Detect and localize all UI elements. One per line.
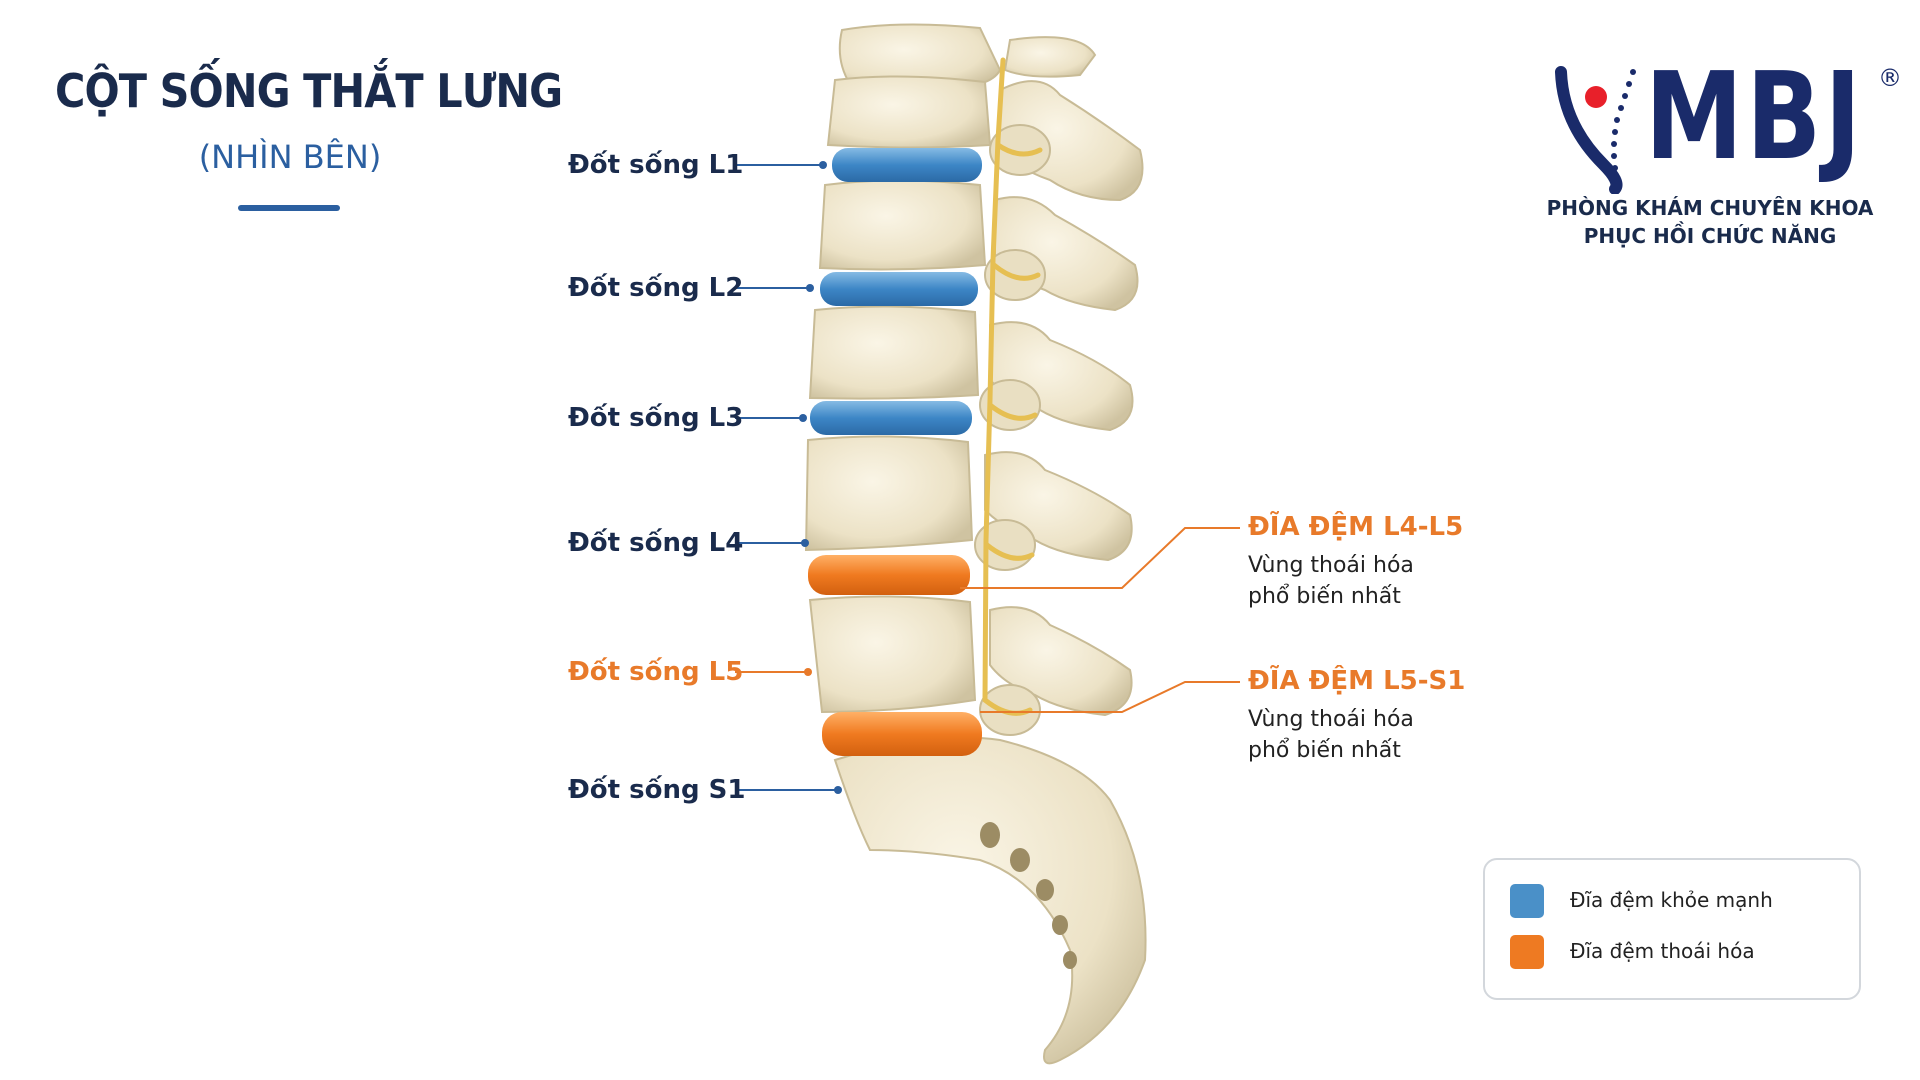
legend-swatch-degenerated	[1510, 935, 1544, 969]
disc-l5-s1	[822, 712, 982, 756]
callout-line1: Vùng thoái hóa	[1248, 707, 1414, 732]
spinal-nerves	[982, 57, 1043, 716]
logo-brand: MBJ	[1645, 48, 1865, 187]
vertebra-body-l3	[808, 305, 980, 400]
vertebra-body-l5	[808, 595, 977, 714]
vertebra-label-l5: Đốt sống L5	[568, 657, 744, 687]
logo-line2: PHỤC HỒI CHỨC NĂNG	[1583, 224, 1837, 248]
legend-label-degenerated: Đĩa đệm thoái hóa	[1570, 939, 1755, 963]
page-subtitle: (NHÌN BÊN)	[198, 138, 382, 176]
vertebra-leader-lines	[735, 161, 842, 794]
disc-l3-l4	[810, 401, 972, 435]
callout-line1: Vùng thoái hóa	[1248, 553, 1414, 578]
vertebra-label-l3: Đốt sống L3	[568, 403, 744, 433]
legend-label-healthy: Đĩa đệm khỏe mạnh	[1570, 888, 1773, 912]
callout-title-l4-l5: ĐĨA ĐỆM L4-L5	[1248, 512, 1464, 542]
vertebra-label-l4: Đốt sống L4	[568, 528, 744, 558]
legend: Đĩa đệm khỏe mạnh Đĩa đệm thoái hóa	[1483, 858, 1861, 1000]
sacral-foramina	[980, 822, 1077, 969]
logo-line1: PHÒNG KHÁM CHUYÊN KHOA	[1546, 196, 1874, 220]
logo-figure-icon	[1555, 66, 1636, 194]
callout-desc-l4-l5: Vùng thoái hóa phổ biến nhất	[1248, 550, 1414, 612]
callout-leader-lines	[960, 527, 1240, 713]
sacrum	[833, 736, 1147, 1065]
vertebra-t12-partial	[838, 23, 1097, 90]
legend-swatch-healthy	[1510, 884, 1544, 918]
callout-line2: phổ biến nhất	[1248, 738, 1401, 763]
disc-l1-l2	[832, 148, 982, 182]
intervertebral-discs	[808, 148, 982, 756]
callout-desc-l5-s1: Vùng thoái hóa phổ biến nhất	[1248, 704, 1414, 766]
vertebra-body-l1	[826, 75, 992, 149]
registered-mark: ®	[1878, 64, 1902, 92]
vertebra-body-l2	[818, 179, 987, 271]
disc-l2-l3	[820, 272, 978, 306]
vertebral-bodies	[804, 75, 1147, 1065]
disc-l4-l5	[808, 555, 970, 595]
callout-line2: phổ biến nhất	[1248, 584, 1401, 609]
callout-title-l5-s1: ĐĨA ĐỆM L5-S1	[1248, 666, 1466, 696]
vertebra-label-l1: Đốt sống L1	[568, 150, 744, 180]
vertebra-body-l4	[804, 435, 974, 552]
facet-joints	[974, 124, 1051, 736]
vertebra-label-s1: Đốt sống S1	[568, 775, 746, 805]
title-underline	[238, 205, 340, 211]
vertebra-label-l2: Đốt sống L2	[568, 273, 744, 303]
